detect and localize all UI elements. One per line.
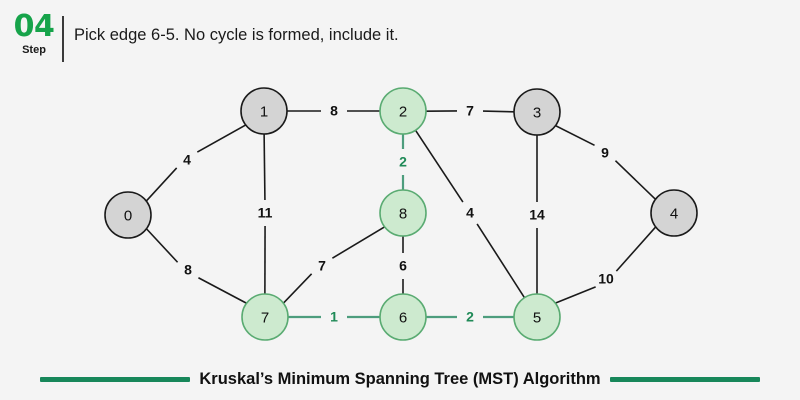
footer-title: Kruskal’s Minimum Spanning Tree (MST) Al… xyxy=(199,369,601,388)
graph-node-7[interactable] xyxy=(241,293,289,341)
edge-weight-2-8: 2 xyxy=(399,154,407,170)
graph-edge-1-7 xyxy=(263,133,266,201)
graph-node-0[interactable] xyxy=(104,191,152,239)
edge-weight-1-2: 8 xyxy=(330,103,338,119)
edge-weight-4-5: 10 xyxy=(598,271,614,287)
footer: Kruskal’s Minimum Spanning Tree (MST) Al… xyxy=(0,358,800,400)
graph-edge-0-1 xyxy=(196,124,247,153)
header-divider xyxy=(62,16,64,62)
graph-edge-3-4 xyxy=(614,160,657,200)
graph-node-label-7: 7 xyxy=(261,310,269,327)
graph-node-label-5: 5 xyxy=(533,310,541,327)
graph-node-label-8: 8 xyxy=(399,206,407,223)
graph-node-1[interactable] xyxy=(240,87,288,135)
graph-edge-0-1 xyxy=(145,167,178,202)
edges-layer xyxy=(145,110,657,319)
header: 04 Step Pick edge 6-5. No cycle is forme… xyxy=(0,0,800,75)
graph-edge-0-7 xyxy=(145,228,179,263)
footer-rule-right xyxy=(609,376,760,382)
edge-weight-3-4: 9 xyxy=(601,145,609,161)
graph-node-5[interactable] xyxy=(513,293,561,341)
graph-edge-2-5 xyxy=(476,223,526,299)
graph-node-2[interactable] xyxy=(379,87,427,135)
graph-node-label-4: 4 xyxy=(670,206,678,223)
graph-svg: 4 8 8 11 7 2 4 14 9 10 7 1 6 2 0 1 2 3 4 5 6 7 8 xyxy=(104,87,698,341)
graph-edge-2-5 xyxy=(414,129,464,203)
graph-node-label-3: 3 xyxy=(533,105,541,122)
graph-node-8[interactable] xyxy=(379,189,427,237)
nodes-layer: 0 1 2 3 4 5 6 7 8 xyxy=(104,87,698,341)
graph-canvas: 4 8 8 11 7 2 4 14 9 10 7 1 6 2 0 1 2 3 4 5 6 7 8 xyxy=(0,70,800,350)
graph-edge-0-7 xyxy=(198,277,247,304)
edge-weight-6-5: 2 xyxy=(466,309,474,325)
graph-node-label-2: 2 xyxy=(399,104,407,121)
graph-edge-2-3 xyxy=(482,110,515,113)
graph-edge-7-8 xyxy=(282,273,313,304)
edge-weight-7-6: 1 xyxy=(330,309,338,325)
edge-weight-3-5: 14 xyxy=(529,207,545,223)
step-label: Step xyxy=(22,44,46,56)
graph-edge-3-4 xyxy=(555,124,595,147)
edge-weight-1-7: 11 xyxy=(258,205,273,221)
step-badge: 04 Step xyxy=(8,12,60,57)
edge-labels-layer: 4 8 8 11 7 2 4 14 9 10 7 1 6 2 xyxy=(183,103,614,325)
edge-weight-0-7: 8 xyxy=(184,262,192,278)
graph-node-label-6: 6 xyxy=(399,310,407,327)
graph-node-3[interactable] xyxy=(513,88,561,136)
edge-weight-2-5: 4 xyxy=(466,205,474,221)
graph-node-6[interactable] xyxy=(379,293,427,341)
edge-weight-7-8: 7 xyxy=(318,258,326,274)
graph-edge-7-8 xyxy=(331,226,386,259)
graph-edge-4-5 xyxy=(615,226,657,272)
edge-weight-6-8: 6 xyxy=(399,258,407,274)
graph-edge-4-5 xyxy=(555,286,596,304)
footer-rule-left xyxy=(40,376,191,382)
edge-weight-0-1: 4 xyxy=(183,152,191,168)
step-number: 04 xyxy=(13,9,55,44)
edge-weight-2-3: 7 xyxy=(466,103,474,119)
graph-node-label-0: 0 xyxy=(124,208,132,225)
graph-node-4[interactable] xyxy=(650,189,698,237)
step-instruction: Pick edge 6-5. No cycle is formed, inclu… xyxy=(74,26,399,44)
graph-node-label-1: 1 xyxy=(260,104,268,121)
